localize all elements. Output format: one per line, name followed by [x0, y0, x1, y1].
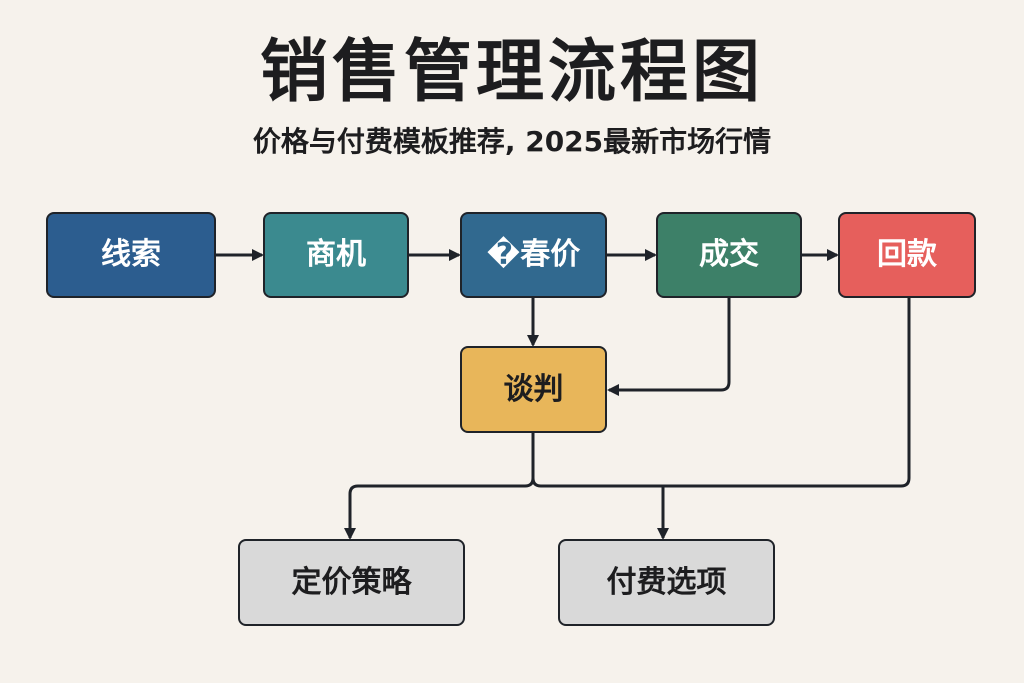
node-lead-label: 线索 — [101, 237, 161, 272]
edge-negotiation-payment-options — [531, 477, 669, 540]
node-pricing-strategy: 定价策略 — [238, 539, 465, 626]
node-negotiation: 谈判 — [460, 346, 607, 433]
node-payment: 回款 — [838, 212, 976, 298]
node-quote: �春价 — [460, 212, 607, 298]
node-opportunity: 商机 — [263, 212, 409, 298]
edge-deal-negotiation — [607, 297, 731, 396]
edge-payment-payment-options — [663, 297, 911, 488]
node-payment-label: 回款 — [877, 237, 937, 272]
diagram-title: 销售管理流程图 — [259, 33, 764, 112]
node-pricing-strategy-label: 定价策略 — [291, 564, 412, 600]
node-opportunity-label: 商机 — [306, 237, 366, 272]
diagram-subtitle: 价格与付费模板推荐, 2025最新市场行情 — [252, 125, 772, 158]
node-deal-label: 成交 — [699, 237, 759, 272]
node-payment-options: 付费选项 — [558, 539, 775, 626]
node-payment-options-label: 付费选项 — [606, 564, 727, 600]
node-deal: 成交 — [656, 212, 802, 298]
node-negotiation-label: 谈判 — [503, 371, 564, 407]
node-lead: 线索 — [46, 212, 216, 298]
edge-negotiation-pricing-strategy — [344, 432, 535, 540]
node-quote-label: �春价 — [486, 237, 581, 272]
